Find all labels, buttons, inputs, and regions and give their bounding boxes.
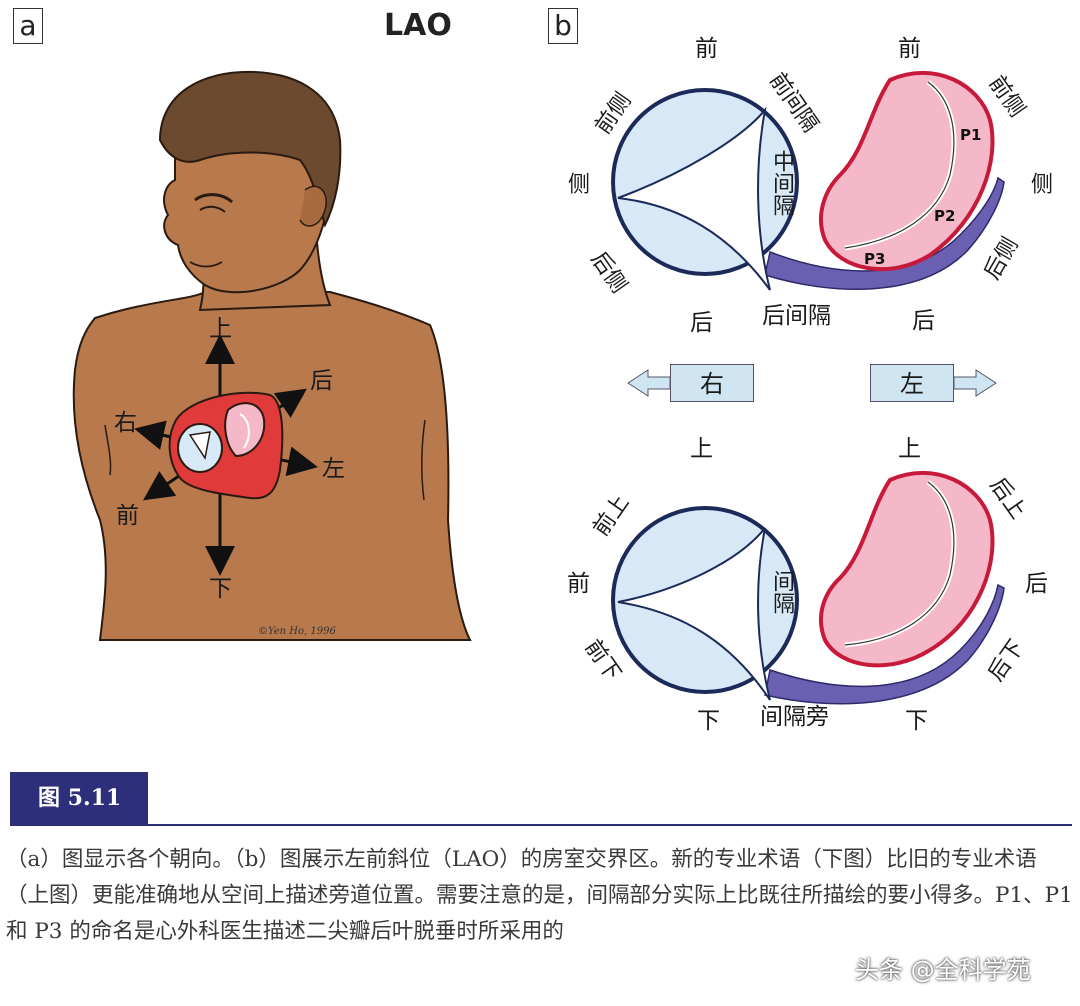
dir-right-label: 右	[114, 410, 137, 436]
dir-back-label: 后	[310, 368, 333, 394]
dir-left-label: 左	[322, 456, 345, 482]
av-junction-diagram	[611, 70, 1005, 705]
top-tri-lateral: 侧	[564, 172, 589, 194]
right-direction-box: 右	[670, 364, 754, 402]
bot-tri-down: 下	[697, 708, 720, 734]
bot-tri-up: 上	[690, 436, 713, 462]
top-mit-back: 后	[912, 308, 935, 334]
scallop-p2: P2	[934, 207, 956, 225]
torso-illustration	[72, 70, 472, 641]
left-direction-box: 左	[870, 364, 954, 402]
figure-caption: （a）图显示各个朝向。（b）图展示左前斜位（LAO）的房室交界区。新的专业术语（…	[6, 847, 1073, 944]
panel-a-letter: a	[13, 8, 43, 44]
bot-septum: 间隔	[769, 570, 794, 614]
top-mid-septum: 中间隔	[769, 150, 794, 216]
top-tri-back: 后	[690, 310, 713, 336]
bot-mit-back: 后	[1025, 571, 1048, 597]
top-mit-lateral: 侧	[1027, 172, 1052, 194]
figure-rule	[10, 824, 1072, 826]
signature: ©Yen Ho, 1996	[258, 626, 336, 637]
bot-mit-up: 上	[898, 436, 921, 462]
scallop-p3: P3	[864, 250, 886, 268]
bot-tri-front: 前	[567, 571, 590, 597]
top-tri-front: 前	[695, 36, 718, 62]
watermark: 头条 @全科学苑	[855, 956, 1031, 984]
dir-front-label: 前	[116, 503, 139, 529]
dir-down-label: 下	[209, 576, 232, 602]
bot-paraseptal: 间隔旁	[760, 704, 829, 730]
scallop-p1: P1	[960, 126, 982, 144]
bot-mit-down: 下	[905, 708, 928, 734]
top-mit-front: 前	[898, 36, 921, 62]
top-back-septum: 后间隔	[762, 303, 831, 329]
panel-b-letter: b	[548, 8, 578, 44]
dir-up-label: 上	[209, 316, 232, 342]
lao-title: LAO	[384, 8, 452, 43]
figure-tag: 图 5.11	[10, 772, 148, 824]
